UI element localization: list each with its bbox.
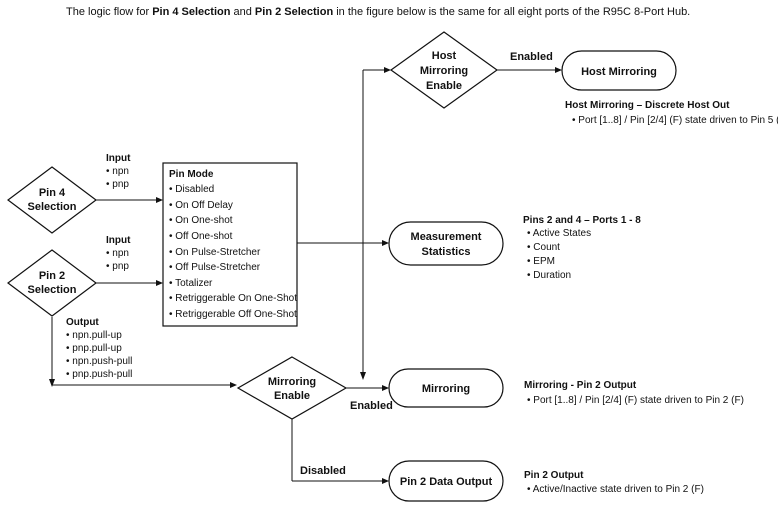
input-bottom-title: Input	[106, 235, 131, 246]
mirroring-desc-item: • Port [1..8] / Pin [2/4] (F) state driv…	[527, 395, 744, 406]
pin2-output-description: Pin 2 Output • Active/Inactive state dri…	[524, 470, 704, 495]
pin-mode-item: • On Off Delay	[169, 200, 233, 211]
host-enable-line2: Mirroring	[420, 65, 468, 77]
input-top-title: Input	[106, 153, 131, 164]
input-bottom-item: • npn	[106, 248, 129, 259]
pin2-output-desc-title: Pin 2 Output	[524, 470, 584, 481]
pin4-selection-diamond: Pin 4 Selection	[7, 166, 97, 234]
pin-mode-item: • Off One-shot	[169, 231, 233, 242]
measurement-desc-item: • EPM	[527, 256, 555, 267]
measurement-desc-item: • Active States	[527, 228, 591, 239]
pin-mode-item: • On One-shot	[169, 215, 233, 226]
host-mirroring-label: Host Mirroring	[581, 66, 657, 78]
output-item: • pnp.push-pull	[66, 369, 132, 380]
pin4-line2: Selection	[28, 201, 77, 213]
measurement-description: Pins 2 and 4 – Ports 1 - 8 • Active Stat…	[523, 215, 641, 281]
pin-mode-item: • Disabled	[169, 184, 214, 195]
host-mirroring-box: Host Mirroring	[561, 50, 677, 91]
measurement-statistics-box: Measurement Statistics	[388, 221, 504, 266]
pin4-line1: Pin 4	[39, 187, 66, 199]
disabled-label: Disabled	[300, 465, 346, 477]
input-top-item: • pnp	[106, 179, 129, 190]
measurement-desc-item: • Duration	[527, 270, 571, 281]
output-list: Output • npn.pull-up • pnp.pull-up • npn…	[66, 317, 132, 380]
input-top-item: • npn	[106, 166, 129, 177]
output-item: • npn.pull-up	[66, 330, 122, 341]
pin2-selection-diamond: Pin 2 Selection	[7, 249, 97, 317]
measurement-line1: Measurement	[411, 231, 482, 243]
pin2-output-desc-item: • Active/Inactive state driven to Pin 2 …	[527, 484, 704, 495]
mirroring-description: Mirroring - Pin 2 Output • Port [1..8] /…	[524, 380, 744, 406]
pin-mode-item: • Retriggerable On One-Shot	[169, 293, 297, 304]
host-enabled-label: Enabled	[510, 51, 553, 63]
input-bottom-item: • pnp	[106, 261, 129, 272]
host-enable-line3: Enable	[426, 80, 462, 92]
mirroring-enable-line1: Mirroring	[268, 376, 316, 388]
output-item: • pnp.pull-up	[66, 343, 122, 354]
pin-mode-item: • Retriggerable Off One-Shot	[169, 309, 297, 320]
input-bottom-list: Input • npn • pnp	[106, 235, 131, 272]
host-mirroring-enable-diamond: Host Mirroring Enable	[389, 31, 499, 109]
pin2-data-output-box: Pin 2 Data Output	[388, 460, 504, 502]
mirroring-enabled-label: Enabled	[350, 400, 393, 412]
measurement-line2: Statistics	[422, 246, 471, 258]
pin-mode-item: • On Pulse-Stretcher	[169, 247, 261, 258]
output-title: Output	[66, 317, 99, 328]
mirroring-desc-title: Mirroring - Pin 2 Output	[524, 380, 637, 391]
pin-mode-item: • Totalizer	[169, 278, 213, 289]
mirroring-enable-line2: Enable	[274, 390, 310, 402]
pin2-data-output-label: Pin 2 Data Output	[400, 476, 493, 488]
header-text: The logic flow for Pin 4 Selection and P…	[66, 6, 690, 18]
connectors	[49, 67, 562, 484]
mirroring-label: Mirroring	[422, 383, 470, 395]
pin-mode-title: Pin Mode	[169, 169, 214, 180]
host-desc-item: • Port [1..8] / Pin [2/4] (F) state driv…	[572, 115, 778, 126]
mirroring-enable-diamond: Mirroring Enable	[236, 356, 348, 420]
measurement-desc-title: Pins 2 and 4 – Ports 1 - 8	[523, 215, 641, 226]
measurement-desc-item: • Count	[527, 242, 560, 253]
pin2-line1: Pin 2	[39, 270, 65, 282]
mirroring-box: Mirroring	[388, 368, 504, 408]
input-top-list: Input • npn • pnp	[106, 153, 131, 190]
output-item: • npn.push-pull	[66, 356, 132, 367]
host-enable-line1: Host	[432, 50, 457, 62]
pin-mode-item: • Off Pulse-Stretcher	[169, 262, 261, 273]
pin-mode-box: Pin Mode • Disabled • On Off Delay • On …	[162, 162, 298, 327]
pin2-line2: Selection	[28, 284, 77, 296]
host-desc-title: Host Mirroring – Discrete Host Out	[565, 100, 730, 111]
host-mirroring-description: Host Mirroring – Discrete Host Out • Por…	[565, 100, 778, 126]
